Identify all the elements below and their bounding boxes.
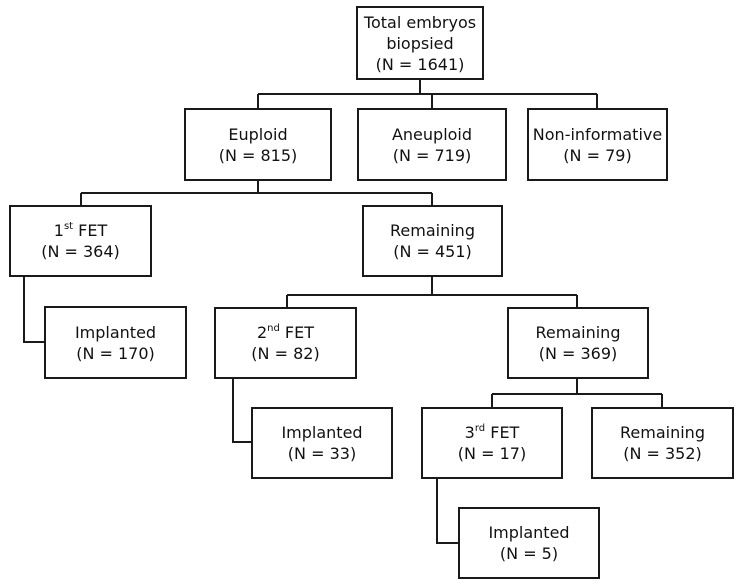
node-total-embryos: Total embryos biopsied (N = 1641) [356,6,484,80]
node-total-count: (N = 1641) [375,54,465,74]
node-remaining-after-first: Remaining (N = 451) [362,205,503,277]
node-implanted-first-count: (N = 170) [76,343,155,363]
connector-fet3-to-implanted [436,479,458,544]
connector-fet2-to-implanted [232,379,251,443]
node-implanted-first: Implanted (N = 170) [44,306,187,379]
node-remaining-after-second-label: Remaining [535,323,621,342]
node-implanted-first-label: Implanted [74,322,157,342]
node-remaining-after-first-label: Remaining [390,221,475,240]
node-second-fet: 2nd FET (N = 82) [214,307,357,379]
node-implanted-third-label: Implanted [488,523,570,542]
node-remaining-after-second-count: (N = 369) [538,344,618,363]
connector-fet1-to-implanted [23,277,44,343]
node-implanted-second: Implanted (N = 33) [251,407,393,479]
node-euploid-count: (N = 815) [218,145,298,165]
node-second-fet-label: 2nd FET [256,322,315,342]
node-first-fet-label: 1st FET [53,220,108,240]
node-remaining-after-third-label: Remaining [620,423,705,442]
node-aneuploid-label: Aneuploid [391,124,473,144]
node-second-fet-count: (N = 82) [251,344,320,363]
node-third-fet-count: (N = 17) [457,444,527,463]
node-third-fet-label: 3rd FET [464,422,520,442]
node-implanted-second-count: (N = 33) [287,444,357,463]
node-implanted-third: Implanted (N = 5) [458,507,600,579]
connector-total-to-classification [257,78,598,108]
node-remaining-after-second: Remaining (N = 369) [507,307,649,379]
node-implanted-third-count: (N = 5) [499,544,559,563]
connector-remaining1-to-fet2-remaining2 [286,277,578,307]
node-aneuploid: Aneuploid (N = 719) [357,108,507,181]
node-implanted-second-label: Implanted [281,423,363,442]
connector-euploid-to-fet1-remaining [80,181,433,205]
node-remaining-after-first-count: (N = 451) [393,242,472,261]
node-total-line1: Total embryos [363,12,477,32]
node-non-informative-count: (N = 79) [563,145,632,165]
node-third-fet: 3rd FET (N = 17) [421,407,563,479]
connector-remaining2-to-fet3-remaining3 [491,379,663,407]
node-non-informative-label: Non-informative [532,124,663,144]
node-euploid: Euploid (N = 815) [184,108,332,181]
node-euploid-label: Euploid [228,124,288,144]
node-first-fet-count: (N = 364) [41,242,120,261]
node-non-informative: Non-informative (N = 79) [527,108,668,181]
node-remaining-after-third: Remaining (N = 352) [591,407,734,479]
node-remaining-after-third-count: (N = 352) [623,444,702,463]
node-aneuploid-count: (N = 719) [392,145,472,165]
node-first-fet: 1st FET (N = 364) [9,205,152,277]
node-total-line2: biopsied [386,33,454,53]
